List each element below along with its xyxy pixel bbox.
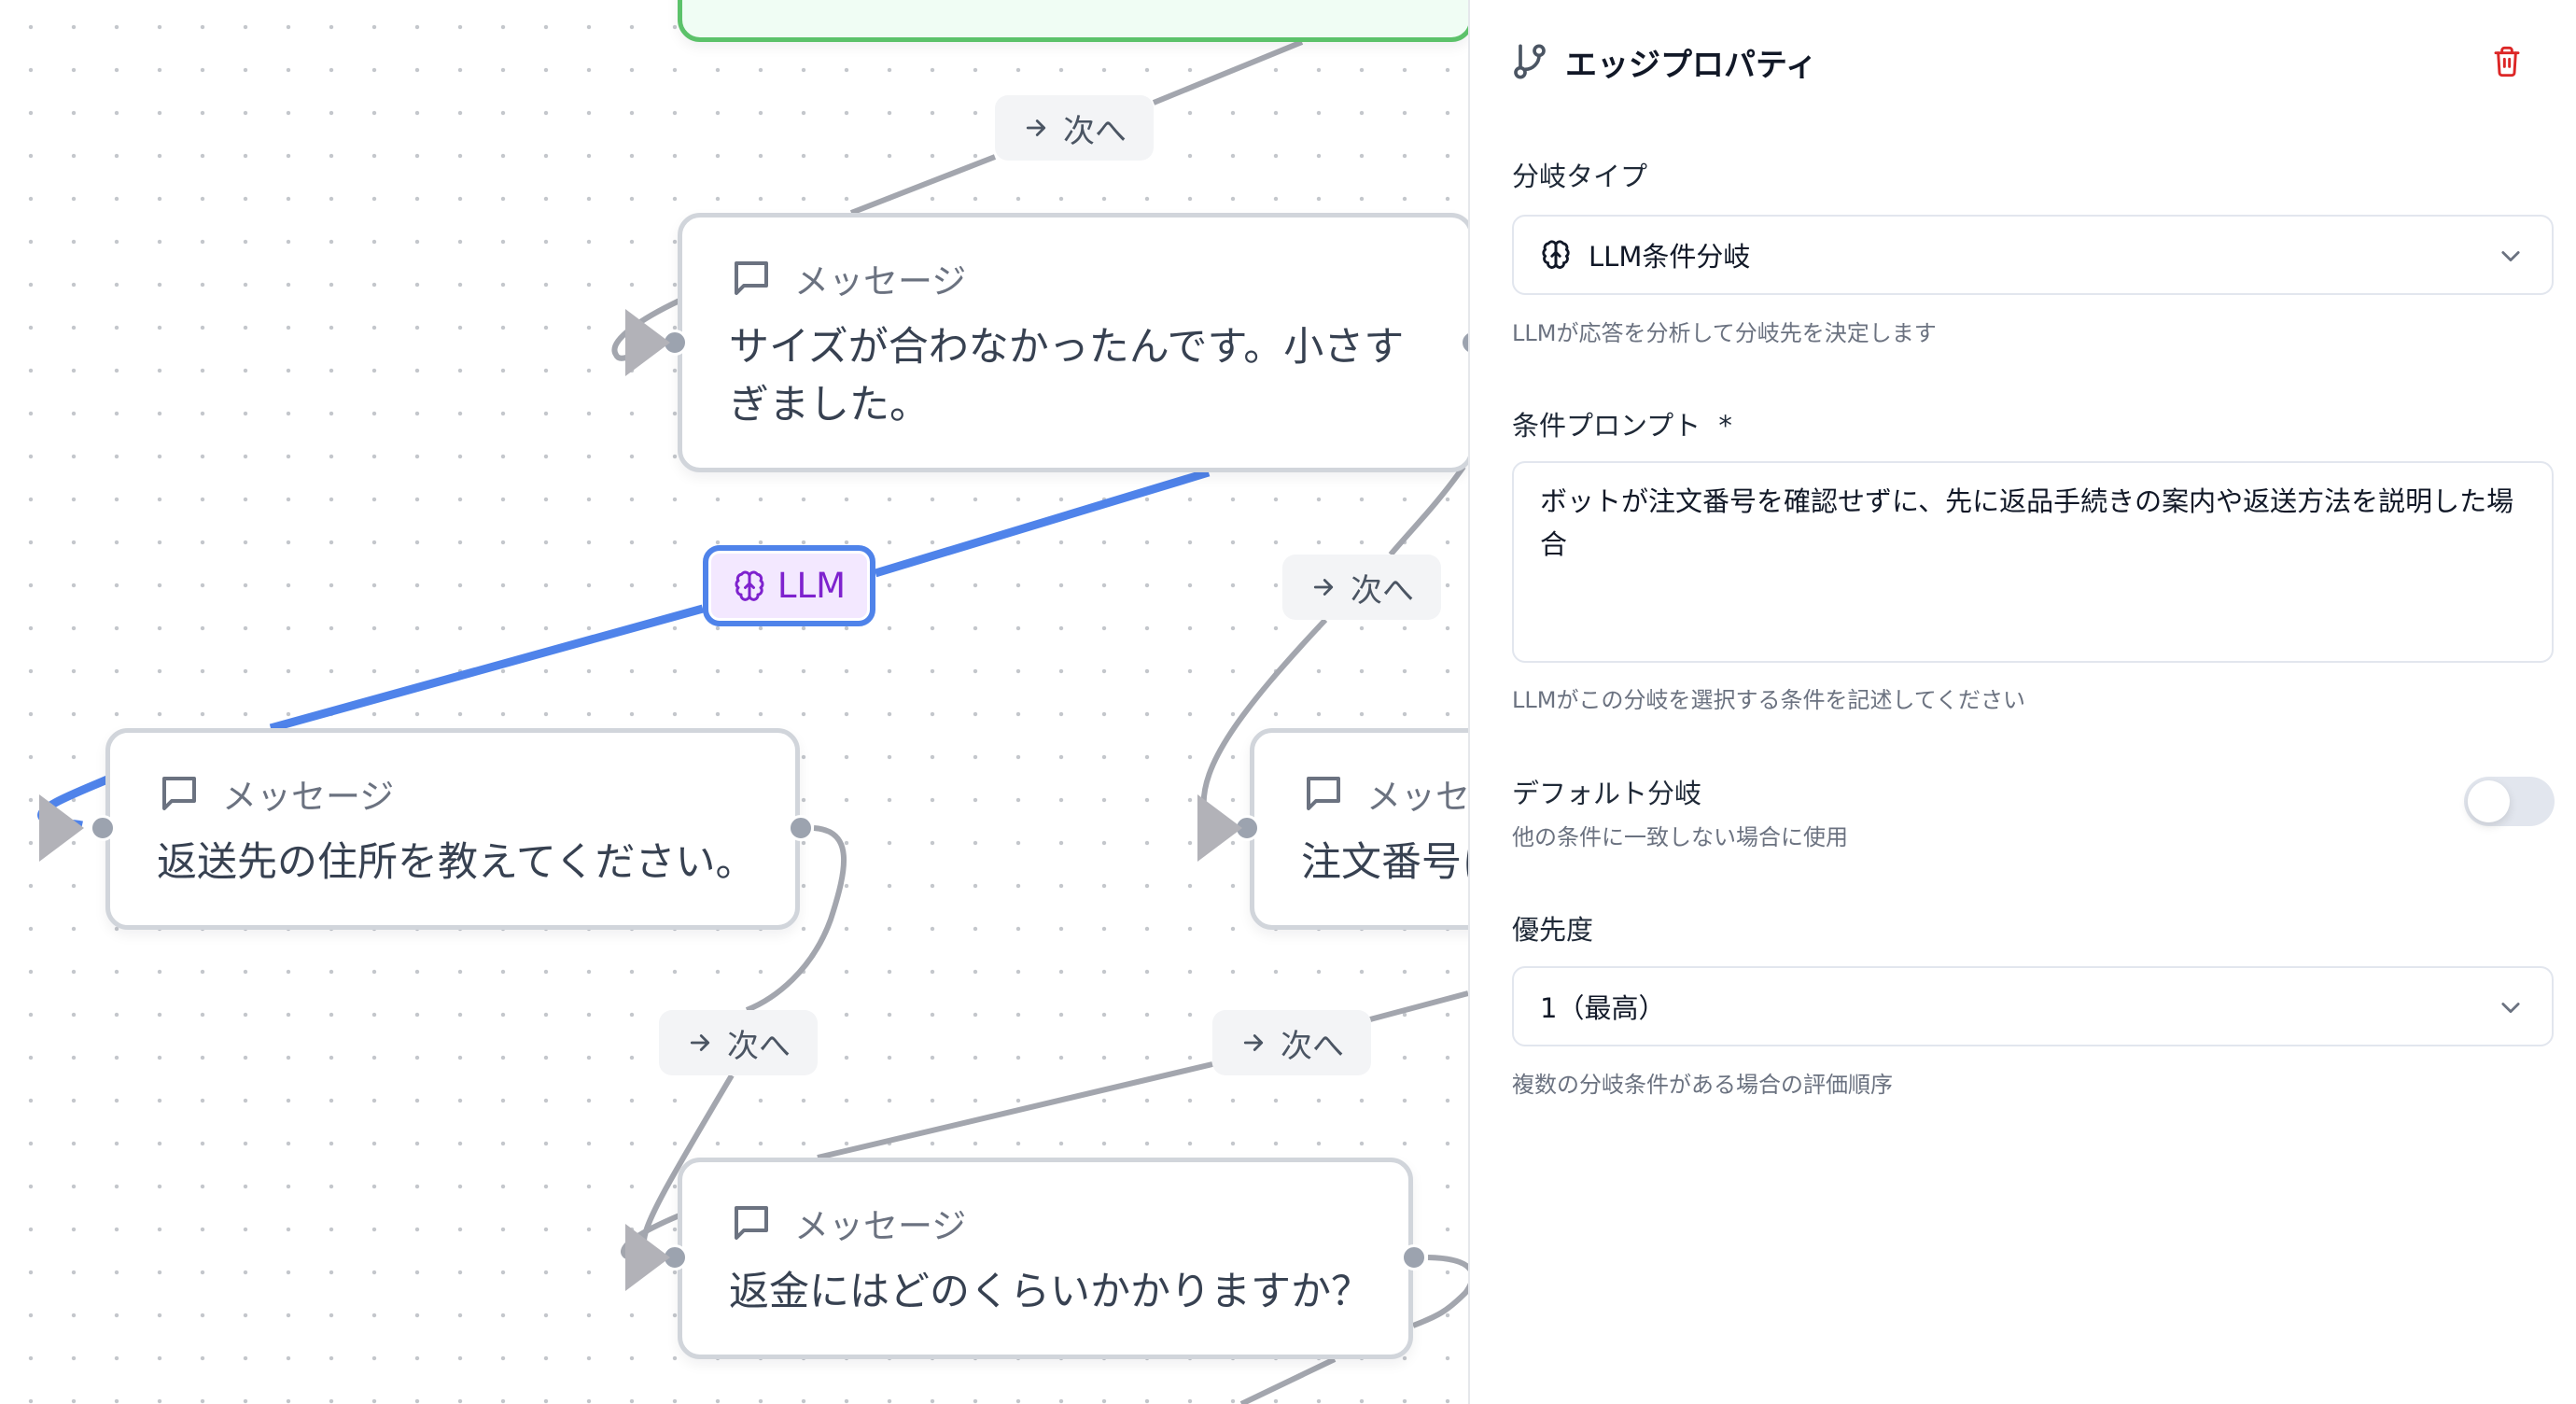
node-message-text: 返送先の住所を教えてください。 [157,834,767,892]
node-text-line: ぎました。 [729,382,930,428]
branch-type-helper: LLMが応答を分析して分岐先を決定します [1512,320,1937,346]
arrow-right-icon [1313,579,1334,596]
node-message-text: 返金にはどのくらいかかりますか？ [729,1263,1380,1321]
edge-arrowhead-icon [625,309,670,376]
edge-label-text: 次へ [1063,112,1127,150]
condition-prompt-helper: LLMがこの分岐を選択する条件を記述してください [1512,687,2026,713]
panel-header: エッジプロパティ [1511,37,2539,86]
message-icon [735,1206,768,1240]
edge-arrowhead-icon [39,794,84,862]
priority-value: 1（最高） [1540,992,1666,1024]
branch-type-label: 分岐タイプ [1512,161,1648,192]
start-node[interactable] [678,0,1468,42]
trash-icon [2494,46,2520,77]
message-node-refund[interactable]: メッセージ 返金にはどのくらいかかりますか？ [678,1158,1413,1359]
edge-label-next[interactable]: 次へ [995,95,1154,161]
condition-prompt-textarea[interactable]: ボットが注文番号を確認せずに、先に返品手続きの案内や返送方法を説明した場合 [1512,461,2554,663]
chevron-down-icon [2501,1003,2520,1014]
chevron-down-icon [2501,251,2520,262]
llm-edge-badge[interactable]: LLM [703,545,875,626]
edge-label-text: 次へ [1351,571,1414,610]
node-type-label: メッセージ [794,1206,967,1246]
priority-helper: 複数の分岐条件がある場合の評価順序 [1512,1072,1893,1098]
message-node-address[interactable]: メッセージ 返送先の住所を教えてください。 [105,728,800,930]
priority-label: 優先度 [1512,914,1594,946]
panel-title: エッジプロパティ [1565,46,1817,84]
default-branch-toggle[interactable] [2464,777,2555,826]
edge-label-next[interactable]: 次へ [1282,555,1441,620]
default-branch-label: デフォルト分岐 [1512,778,1702,809]
brain-icon [1542,240,1570,269]
branch-type-value: LLM条件分岐 [1589,241,1751,273]
node-type-label: メッセージ [794,261,967,302]
required-mark: * [1718,410,1732,442]
node-text-line: 返金にはどのくらいかかりますか？ [729,1269,1371,1315]
flow-canvas[interactable]: メッセージ サイズが合わなかったんです。小さす ぎました。 メッセージ 返送先の… [0,0,1468,1404]
node-header: メッセージ [157,768,394,819]
edge-label-text: 次へ [727,1027,791,1065]
git-branch-icon [1514,44,1546,79]
input-handle[interactable] [90,815,116,841]
priority-select[interactable]: 1（最高） [1512,966,2554,1046]
llm-badge-label: LLM [777,566,847,606]
output-handle[interactable] [788,815,814,841]
brain-icon [735,570,764,601]
arrow-right-icon [690,1034,710,1051]
node-text-line: サイズが合わなかったんです。小さす [729,324,1405,371]
message-node-size[interactable]: メッセージ サイズが合わなかったんです。小さす ぎました。 [678,213,1468,472]
delete-edge-button[interactable] [2486,41,2527,82]
branch-type-select[interactable]: LLM条件分岐 [1512,215,2554,295]
node-header: メッセージ [729,253,966,303]
edge-order-to-refund[interactable] [817,990,1468,1160]
edge-label-next[interactable]: 次へ [659,1010,818,1075]
edge-arrowhead-icon [1197,794,1242,862]
default-branch-description: 他の条件に一致しない場合に使用 [1512,824,1848,850]
node-type-label: メッセ [1366,777,1468,817]
node-type-label: メッセージ [222,777,395,817]
node-header: メッセ [1301,768,1468,819]
edge-label-next[interactable]: 次へ [1212,1010,1371,1075]
edge-label-text: 次へ [1281,1027,1344,1065]
node-text-line: 注文番号に [1301,839,1468,886]
message-icon [162,777,196,810]
message-icon [735,261,768,295]
message-icon [1307,777,1340,810]
arrow-right-icon [1026,119,1046,136]
condition-prompt-label: 条件プロンプト * [1512,404,1732,443]
arrow-right-icon [1243,1034,1264,1051]
toggle-knob [2468,780,2510,822]
node-text-line: 返送先の住所を教えてください。 [157,839,756,886]
condition-prompt-label-text: 条件プロンプト [1512,410,1701,442]
message-node-order[interactable]: メッセ 注文番号に [1250,728,1468,930]
node-header: メッセージ [729,1198,966,1248]
edge-properties-panel: エッジプロパティ 分岐タイプ LLM条件分岐 LLMが応答を分析して分岐先を決定… [1468,0,2576,1404]
node-message-text: 注文番号に [1301,834,1468,892]
node-message-text: サイズが合わなかったんです。小さす ぎました。 [729,318,1441,434]
edge-arrowhead-icon [625,1224,670,1291]
output-handle[interactable] [1401,1244,1427,1271]
